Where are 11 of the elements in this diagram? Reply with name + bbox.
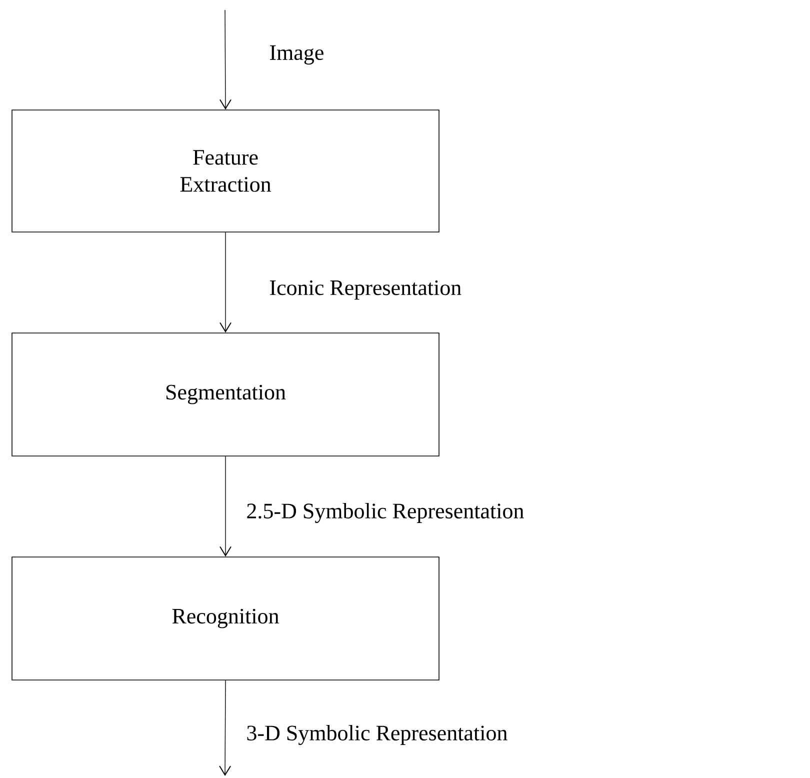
arrow bbox=[219, 10, 232, 110]
edge-label: Image bbox=[270, 45, 324, 65]
edge-label: 3-D Symbolic Representation bbox=[247, 725, 508, 745]
process-box: Feature Extraction bbox=[12, 110, 440, 232]
process-box: Segmentation bbox=[12, 332, 440, 456]
edge-label: 2.5-D Symbolic Representation bbox=[247, 503, 524, 523]
arrow bbox=[219, 680, 232, 776]
arrow bbox=[220, 232, 232, 333]
edge-label: Iconic Representation bbox=[270, 280, 462, 300]
process-box: Recognition bbox=[12, 556, 440, 680]
arrow bbox=[220, 456, 232, 557]
